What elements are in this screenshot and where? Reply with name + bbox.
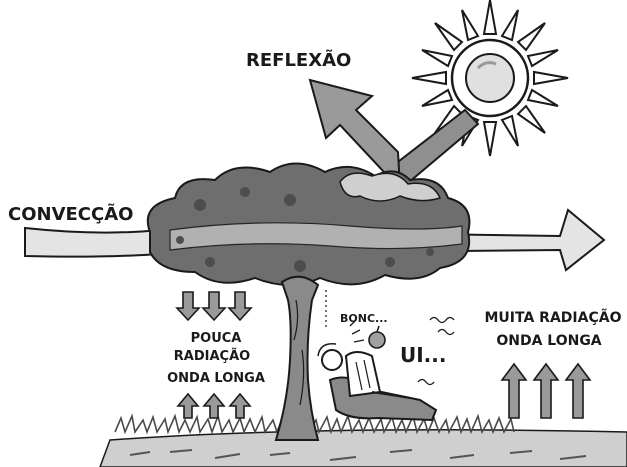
apple-icon: [368, 325, 386, 349]
person-reading-icon: [317, 343, 438, 422]
label-reflexao: REFLEXÃO: [246, 48, 351, 71]
tall-upward-arrows: [500, 362, 592, 419]
sun-icon: [411, 0, 569, 157]
label-pouca-line3: ONDA LONGA: [167, 371, 265, 386]
label-conveccao: CONVECÇÃO: [8, 202, 133, 225]
downward-radiation-arrows: [175, 291, 253, 322]
label-pouca-line2: RADIAÇÃO: [174, 348, 250, 364]
tree-canopy: [146, 162, 471, 286]
squiggle-lines: [349, 316, 455, 386]
label-muita-line2: ONDA LONGA: [496, 333, 601, 349]
grass-ground: [99, 413, 627, 467]
tree-trunk: [274, 275, 320, 441]
reflection-arrow: [308, 78, 480, 191]
label-muita-line1: MUITA RADIAÇÃO: [485, 309, 622, 326]
label-bonc: BONC...: [340, 312, 388, 325]
small-upward-arrows: [176, 392, 252, 419]
label-ui: UI...: [400, 343, 446, 367]
label-pouca-line1: POUCA: [191, 331, 242, 346]
